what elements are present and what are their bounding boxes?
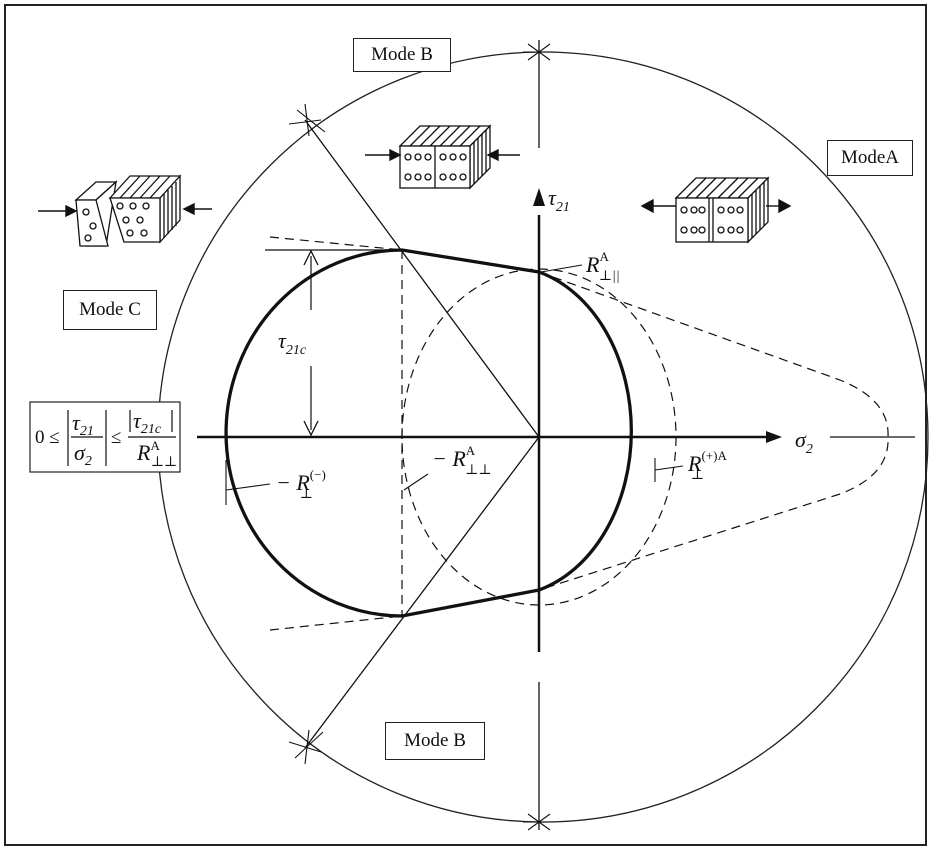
figure-frame (4, 4, 927, 846)
tau-axis-label: τ21 (548, 185, 570, 215)
condition-mid: ≤ (111, 427, 121, 448)
condition-lhs: 0 ≤ (35, 427, 60, 448)
r-perp-perp-neg-label: − RA⊥⊥ (432, 443, 492, 478)
condition-frac1-num: τ21 (72, 410, 94, 439)
r-perp-perp-leader (403, 473, 429, 491)
r-perp-neg-leader (225, 483, 271, 491)
diagonal-line-lower (304, 436, 540, 749)
tick-top (523, 43, 555, 61)
mode-a-label: ModeA (827, 140, 913, 176)
mode-a-tension-specimen (674, 176, 770, 244)
dashed-ellipse (401, 268, 677, 606)
dashed-mode-a-envelope (538, 271, 889, 591)
sigma-axis-arrowhead (766, 431, 782, 443)
condition-frac2-num: τ21c (133, 408, 162, 437)
mode-c-label: Mode C (63, 290, 157, 330)
mode-c-fracture-specimen (74, 174, 182, 247)
mode-b-bottom-label: Mode B (385, 722, 485, 760)
tick-upper-left (288, 103, 326, 137)
r-par-label: RA⊥|| (585, 249, 620, 284)
tick-bottom (523, 813, 555, 831)
mode-b-compression-specimen (398, 124, 492, 190)
dashed-extension-upper-left (269, 236, 403, 251)
r-perp-pos-leader (654, 465, 684, 471)
failure-envelope (224, 248, 633, 618)
r-par-leader (540, 264, 583, 273)
r-perp-pos-label: R(+)A⊥ (687, 448, 727, 483)
sigma-axis-label: σ2 (795, 427, 813, 457)
condition-frac1-den: σ2 (74, 440, 92, 469)
tau21c-label: τ21c (278, 328, 307, 358)
diagonal-line-upper (304, 119, 540, 438)
tau21c-arrow-bottom (303, 420, 319, 437)
dashed-extension-lower-left (269, 615, 403, 631)
condition-frac2-den: RA⊥⊥ (136, 438, 177, 470)
tau21c-arrow-top (303, 249, 319, 266)
mode-b-force-arrows (365, 148, 520, 162)
mode-b-top-label: Mode B (353, 38, 451, 72)
condition-box: 0 ≤ τ21 σ2 ≤ τ21c RA⊥⊥ (29, 401, 181, 473)
tau-axis-arrowhead (533, 188, 545, 206)
mode-a-force-arrows (640, 198, 792, 214)
tick-lower-left (288, 729, 324, 765)
r-perp-neg-label: − R(−)⊥ (276, 467, 326, 502)
mode-c-force-arrows (38, 202, 212, 218)
